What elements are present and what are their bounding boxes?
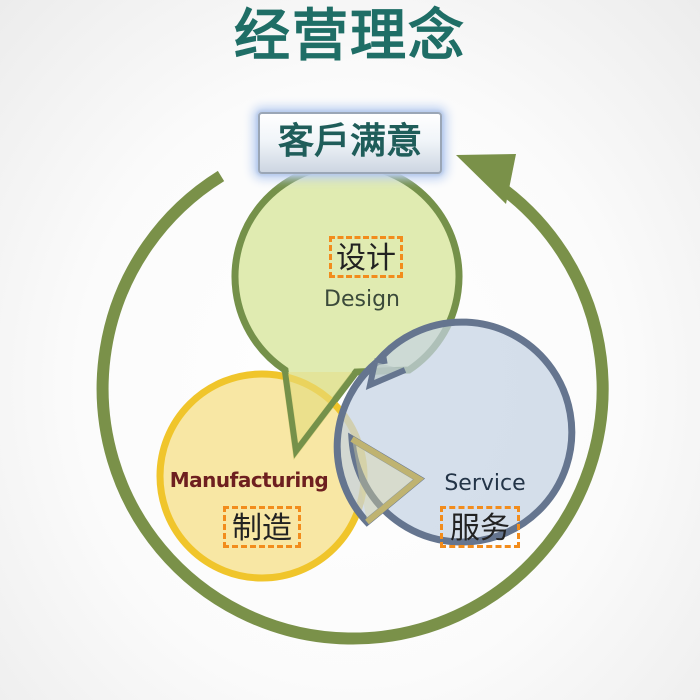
cycle-arrow-arc bbox=[96, 170, 609, 645]
design-cn-label: 设计 bbox=[329, 236, 403, 278]
design-en-label: Design bbox=[324, 287, 400, 312]
design-arrow-tail bbox=[282, 370, 359, 459]
manufacturing-en-label: Manufacturing bbox=[169, 468, 329, 492]
manufacturing-cn-label: 制造 bbox=[223, 506, 301, 548]
service-arrow-outline bbox=[374, 356, 388, 366]
manufacturing-arrow-tail bbox=[350, 436, 425, 525]
cycle-arrow-head bbox=[456, 154, 516, 204]
customer-satisfaction-badge: 客戶满意 bbox=[258, 112, 442, 174]
service-en-label: Service bbox=[444, 471, 526, 496]
service-arrow-tip bbox=[365, 361, 407, 391]
service-cn-label: 服务 bbox=[440, 506, 520, 548]
page-title: 经营理念 bbox=[234, 4, 466, 69]
